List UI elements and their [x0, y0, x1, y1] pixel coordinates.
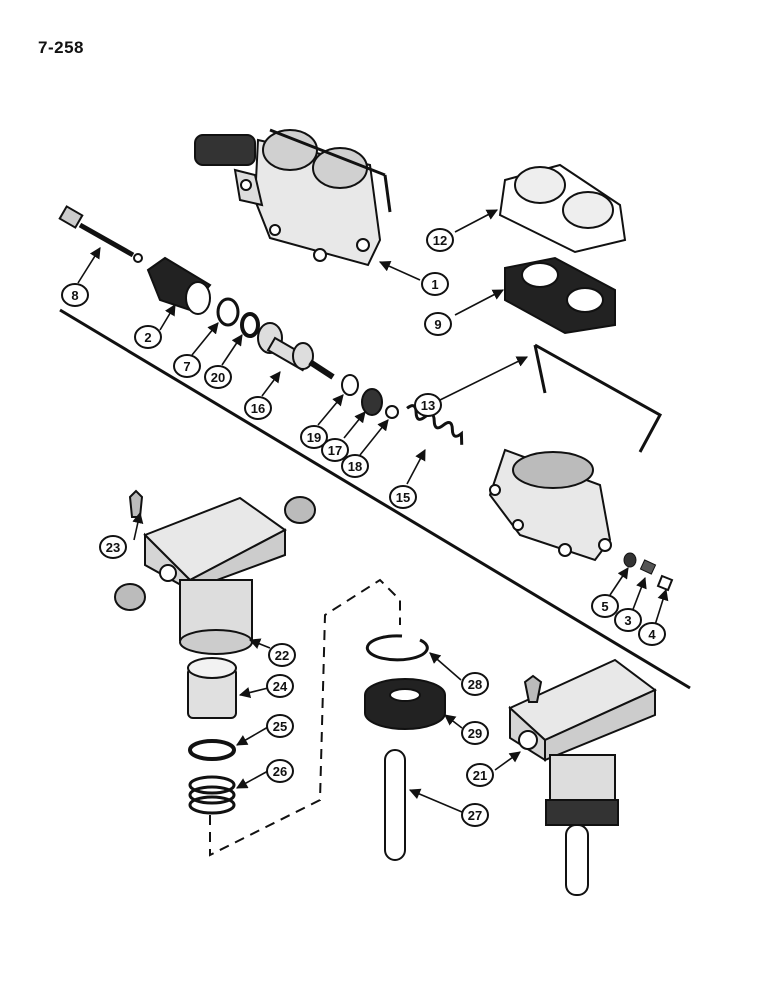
svg-text:12: 12 [433, 233, 447, 248]
seat-5 [623, 552, 637, 568]
svg-text:27: 27 [468, 808, 482, 823]
callout-27: 27 [461, 803, 489, 827]
snap-ring-28 [365, 634, 429, 662]
callout-26: 26 [266, 759, 294, 783]
washer-19 [341, 374, 359, 396]
slave-piston [187, 657, 237, 719]
primary-piston [257, 322, 335, 380]
svg-text:3: 3 [624, 613, 631, 628]
svg-text:20: 20 [211, 370, 225, 385]
callout-23: 23 [99, 535, 127, 559]
master-cylinder-top [194, 128, 392, 267]
valve-3 [639, 559, 657, 575]
spring-26 [188, 775, 236, 815]
svg-text:15: 15 [396, 490, 410, 505]
dashed-leader [209, 578, 401, 857]
callout-19: 19 [300, 425, 328, 449]
slave-cylinder [114, 489, 316, 655]
svg-text:25: 25 [273, 719, 287, 734]
svg-text:2: 2 [144, 330, 151, 345]
callout-12: 12 [426, 228, 454, 252]
seal-17 [361, 388, 383, 416]
svg-text:17: 17 [328, 443, 342, 458]
callout-17: 17 [321, 438, 349, 462]
push-rod-27 [384, 749, 406, 861]
svg-text:23: 23 [106, 540, 120, 555]
boot [146, 256, 212, 315]
seal-20 [240, 312, 260, 338]
callout-29: 29 [461, 721, 489, 745]
seal-29 [364, 678, 446, 730]
callout-18: 18 [341, 454, 369, 478]
svg-text:24: 24 [273, 679, 288, 694]
svg-text:13: 13 [421, 398, 435, 413]
svg-text:18: 18 [348, 459, 362, 474]
svg-text:22: 22 [275, 648, 289, 663]
callout-2: 2 [134, 325, 162, 349]
callout-21: 21 [466, 763, 494, 787]
bail-wire [533, 343, 663, 453]
callout-25: 25 [266, 714, 294, 738]
diaphragm [504, 256, 616, 335]
spring-15 [406, 404, 464, 445]
svg-text:26: 26 [273, 764, 287, 779]
svg-text:28: 28 [468, 677, 482, 692]
fitting-4 [656, 574, 674, 592]
svg-text:16: 16 [251, 401, 265, 416]
callout-9: 9 [424, 312, 452, 336]
reservoir-cover [498, 163, 627, 254]
master-cylinder-body [488, 448, 612, 562]
svg-text:9: 9 [434, 317, 441, 332]
callout-24: 24 [266, 674, 294, 698]
svg-text:1: 1 [431, 277, 438, 292]
callout-28: 28 [461, 672, 489, 696]
snap-ring-7 [216, 297, 240, 327]
callout-8: 8 [61, 283, 89, 307]
callout-15: 15 [389, 485, 417, 509]
svg-text:5: 5 [601, 599, 608, 614]
svg-text:4: 4 [648, 627, 656, 642]
svg-text:8: 8 [71, 288, 78, 303]
callout-1: 1 [421, 272, 449, 296]
callout-7: 7 [173, 354, 201, 378]
page-number: 7-258 [38, 38, 84, 57]
pushrod [58, 205, 143, 263]
callout-leaders [77, 209, 669, 813]
svg-text:21: 21 [473, 768, 487, 783]
callout-20: 20 [204, 365, 232, 389]
callout-13: 13 [414, 393, 442, 417]
divider-line [59, 308, 691, 690]
o-ring-25 [188, 739, 236, 761]
callout-5: 5 [591, 594, 619, 618]
callout-4: 4 [638, 622, 666, 646]
svg-text:19: 19 [307, 430, 321, 445]
svg-text:29: 29 [468, 726, 482, 741]
svg-text:7: 7 [183, 359, 190, 374]
callout-3: 3 [614, 608, 642, 632]
retainer-18 [385, 405, 399, 419]
callout-16: 16 [244, 396, 272, 420]
slave-cylinder-21 [508, 658, 657, 896]
callout-22: 22 [268, 643, 296, 667]
